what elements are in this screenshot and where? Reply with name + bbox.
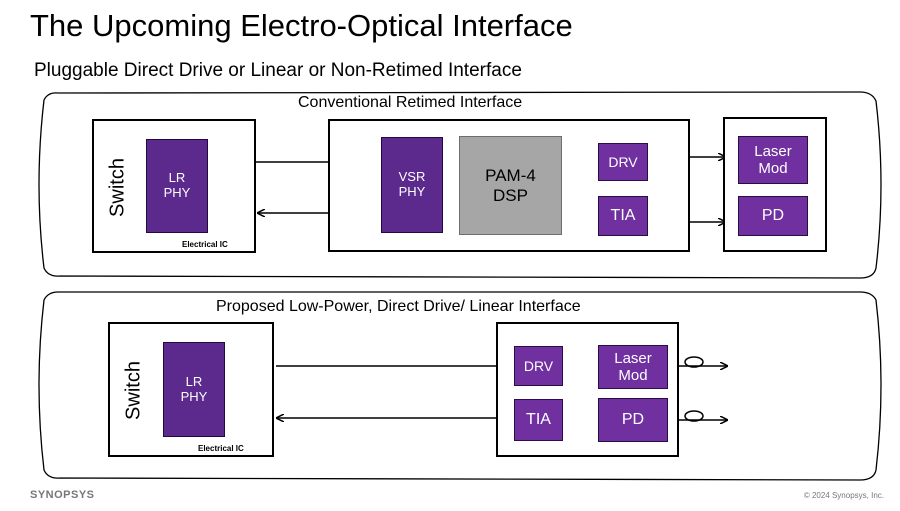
top-switch-label: Switch <box>106 158 129 217</box>
top-tia-chip: TIA <box>598 196 648 236</box>
bottom-pd-chip: PD <box>598 398 668 442</box>
bottom-lane-label: Proposed Low-Power, Direct Drive/ Linear… <box>216 298 581 315</box>
synopsys-logo: SYNOPSYS <box>30 489 95 501</box>
top-pd-chip: PD <box>738 196 808 236</box>
top-lr-phy-chip: LR PHY <box>146 139 208 233</box>
copyright-text: © 2024 Synopsys, Inc. <box>803 491 884 500</box>
top-lane-label: Conventional Retimed Interface <box>298 94 523 111</box>
slide-title: The Upcoming Electro-Optical Interface <box>30 8 573 43</box>
bottom-lr-phy-chip: LR PHY <box>163 342 225 437</box>
top-vsr-phy-chip: VSR PHY <box>381 137 443 233</box>
bottom-electrical-ic-label: Electrical IC <box>198 444 244 453</box>
top-drv-chip: DRV <box>598 143 648 181</box>
bottom-fiber-rx-loop <box>684 410 704 422</box>
top-electrical-ic-label: Electrical IC <box>182 240 228 249</box>
top-pam4-dsp-chip: PAM-4 DSP <box>459 136 562 235</box>
top-lane-outline <box>38 91 882 279</box>
bottom-laser-mod-chip: Laser Mod <box>598 345 668 389</box>
bottom-fiber-tx-loop <box>684 356 704 368</box>
bottom-lane-outline <box>38 291 882 481</box>
slide-subtitle: Pluggable Direct Drive or Linear or Non-… <box>34 60 522 81</box>
bottom-drv-chip: DRV <box>514 346 563 386</box>
top-laser-mod-chip: Laser Mod <box>738 136 808 184</box>
bottom-switch-label: Switch <box>122 361 145 420</box>
bottom-tia-chip: TIA <box>514 399 563 441</box>
